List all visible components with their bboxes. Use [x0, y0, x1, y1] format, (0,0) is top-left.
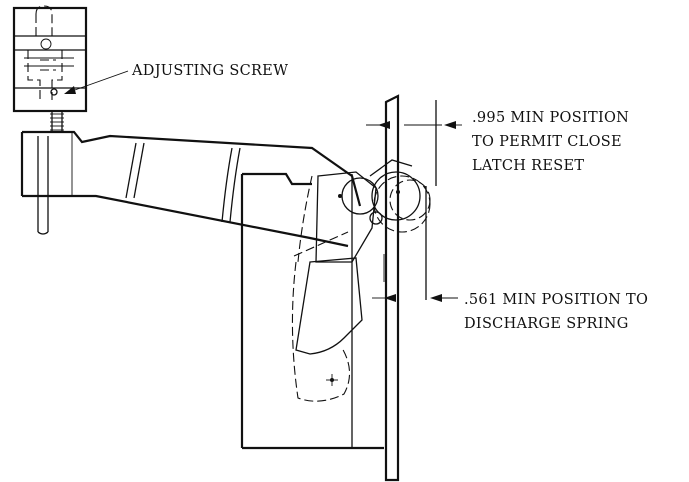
frame-housing — [240, 172, 384, 450]
adjusting-screw-label: ADJUSTING SCREW — [131, 63, 288, 79]
dimension-561 — [372, 186, 458, 302]
dim-561-line-1: .561 MIN POSITION TO — [464, 292, 648, 308]
dim-995-line-1: .995 MIN POSITION — [472, 110, 629, 126]
dimension-995 — [366, 100, 462, 186]
latch-linkage — [291, 159, 431, 402]
adjusting-screw — [50, 111, 64, 132]
dim-561-line-2: DISCHARGE SPRING — [464, 316, 629, 332]
dim-995-line-3: LATCH RESET — [472, 158, 584, 174]
adjusting-screw-leader — [64, 70, 129, 94]
adjusting-screw-housing — [12, 5, 88, 113]
vertical-plate — [383, 94, 400, 482]
dim-995-line-2: TO PERMIT CLOSE — [472, 134, 622, 150]
